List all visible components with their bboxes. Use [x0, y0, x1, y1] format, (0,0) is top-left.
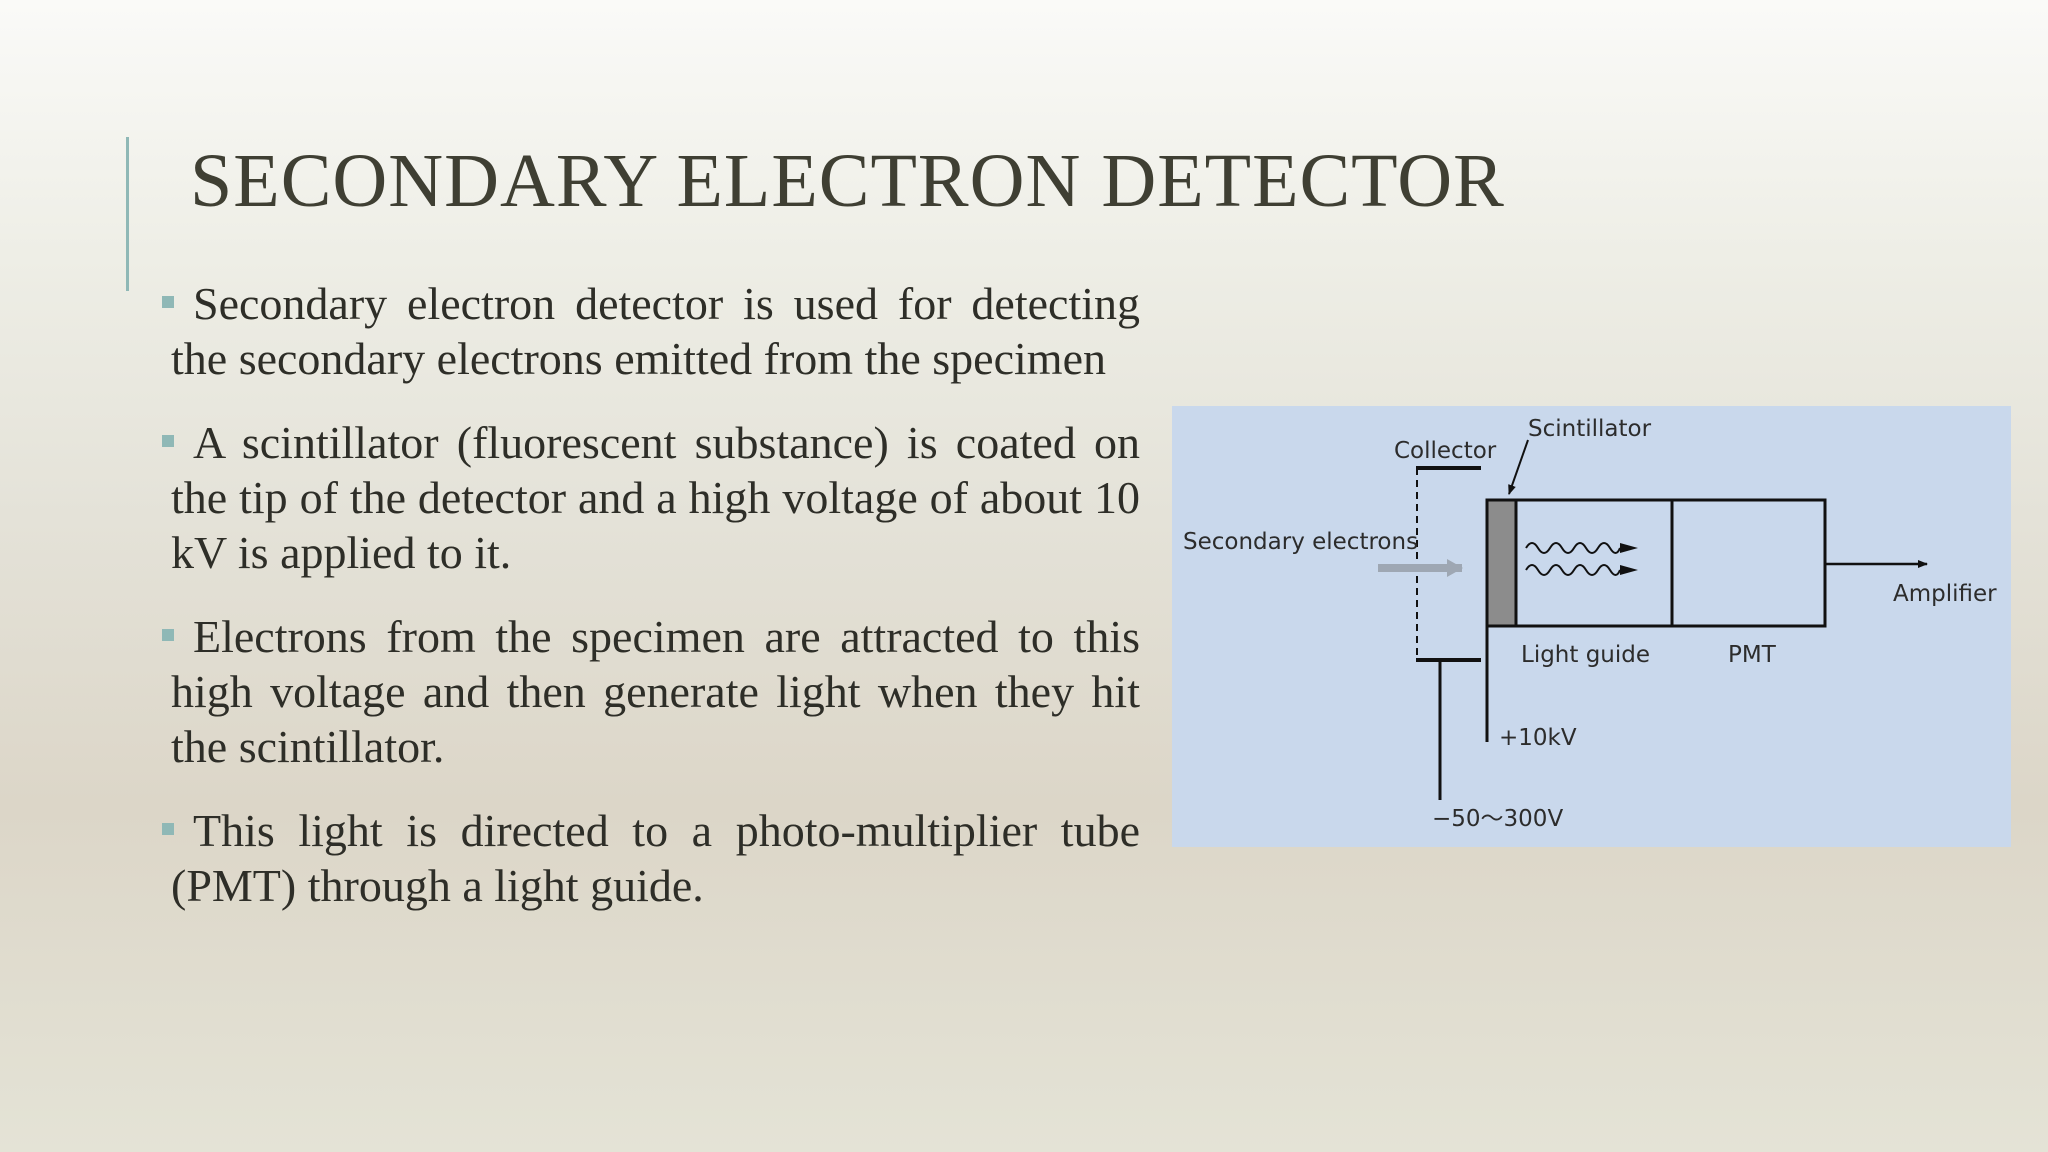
label-scintillator: Scintillator	[1528, 416, 1652, 442]
label-light-guide: Light guide	[1521, 642, 1650, 668]
slide-title: SECONDARY ELECTRON DETECTOR	[190, 139, 1505, 223]
label-amplifier: Amplifier	[1893, 581, 1997, 607]
bullet-item: Electrons from the specimen are attracte…	[156, 609, 1140, 774]
label-secondary-electrons: Secondary electrons	[1183, 529, 1418, 555]
label-pmt: PMT	[1728, 642, 1777, 668]
scintillator-block	[1485, 498, 1518, 628]
bullet-text: A scintillator (fluorescent substance) i…	[171, 417, 1140, 578]
detector-diagram: Scintillator Collector Secondary electro…	[1172, 406, 2011, 847]
bullet-text: Electrons from the specimen are attracte…	[171, 611, 1140, 772]
bullet-item: This light is directed to a photo-multip…	[156, 803, 1140, 913]
light-wave-icon	[1525, 542, 1621, 554]
bullet-text: Secondary electron detector is used for …	[171, 278, 1140, 384]
square-bullet-icon	[162, 629, 174, 641]
scintillator-pointer-arrow-icon	[1508, 439, 1529, 495]
bullet-list: Secondary electron detector is used for …	[156, 276, 1140, 942]
title-accent-bar	[126, 137, 129, 291]
square-bullet-icon	[162, 435, 174, 447]
square-bullet-icon	[162, 296, 174, 308]
bullet-item: A scintillator (fluorescent substance) i…	[156, 415, 1140, 580]
label-plus-voltage: +10kV	[1499, 725, 1577, 751]
label-minus-voltage: −50〜300V	[1432, 806, 1563, 832]
square-bullet-icon	[162, 823, 174, 835]
bullet-item: Secondary electron detector is used for …	[156, 276, 1140, 386]
label-collector: Collector	[1394, 438, 1497, 464]
light-arrowhead-icon	[1620, 543, 1638, 553]
light-wave-icon	[1525, 564, 1621, 576]
bullet-text: This light is directed to a photo-multip…	[171, 805, 1140, 911]
light-arrowhead-icon	[1620, 565, 1638, 575]
